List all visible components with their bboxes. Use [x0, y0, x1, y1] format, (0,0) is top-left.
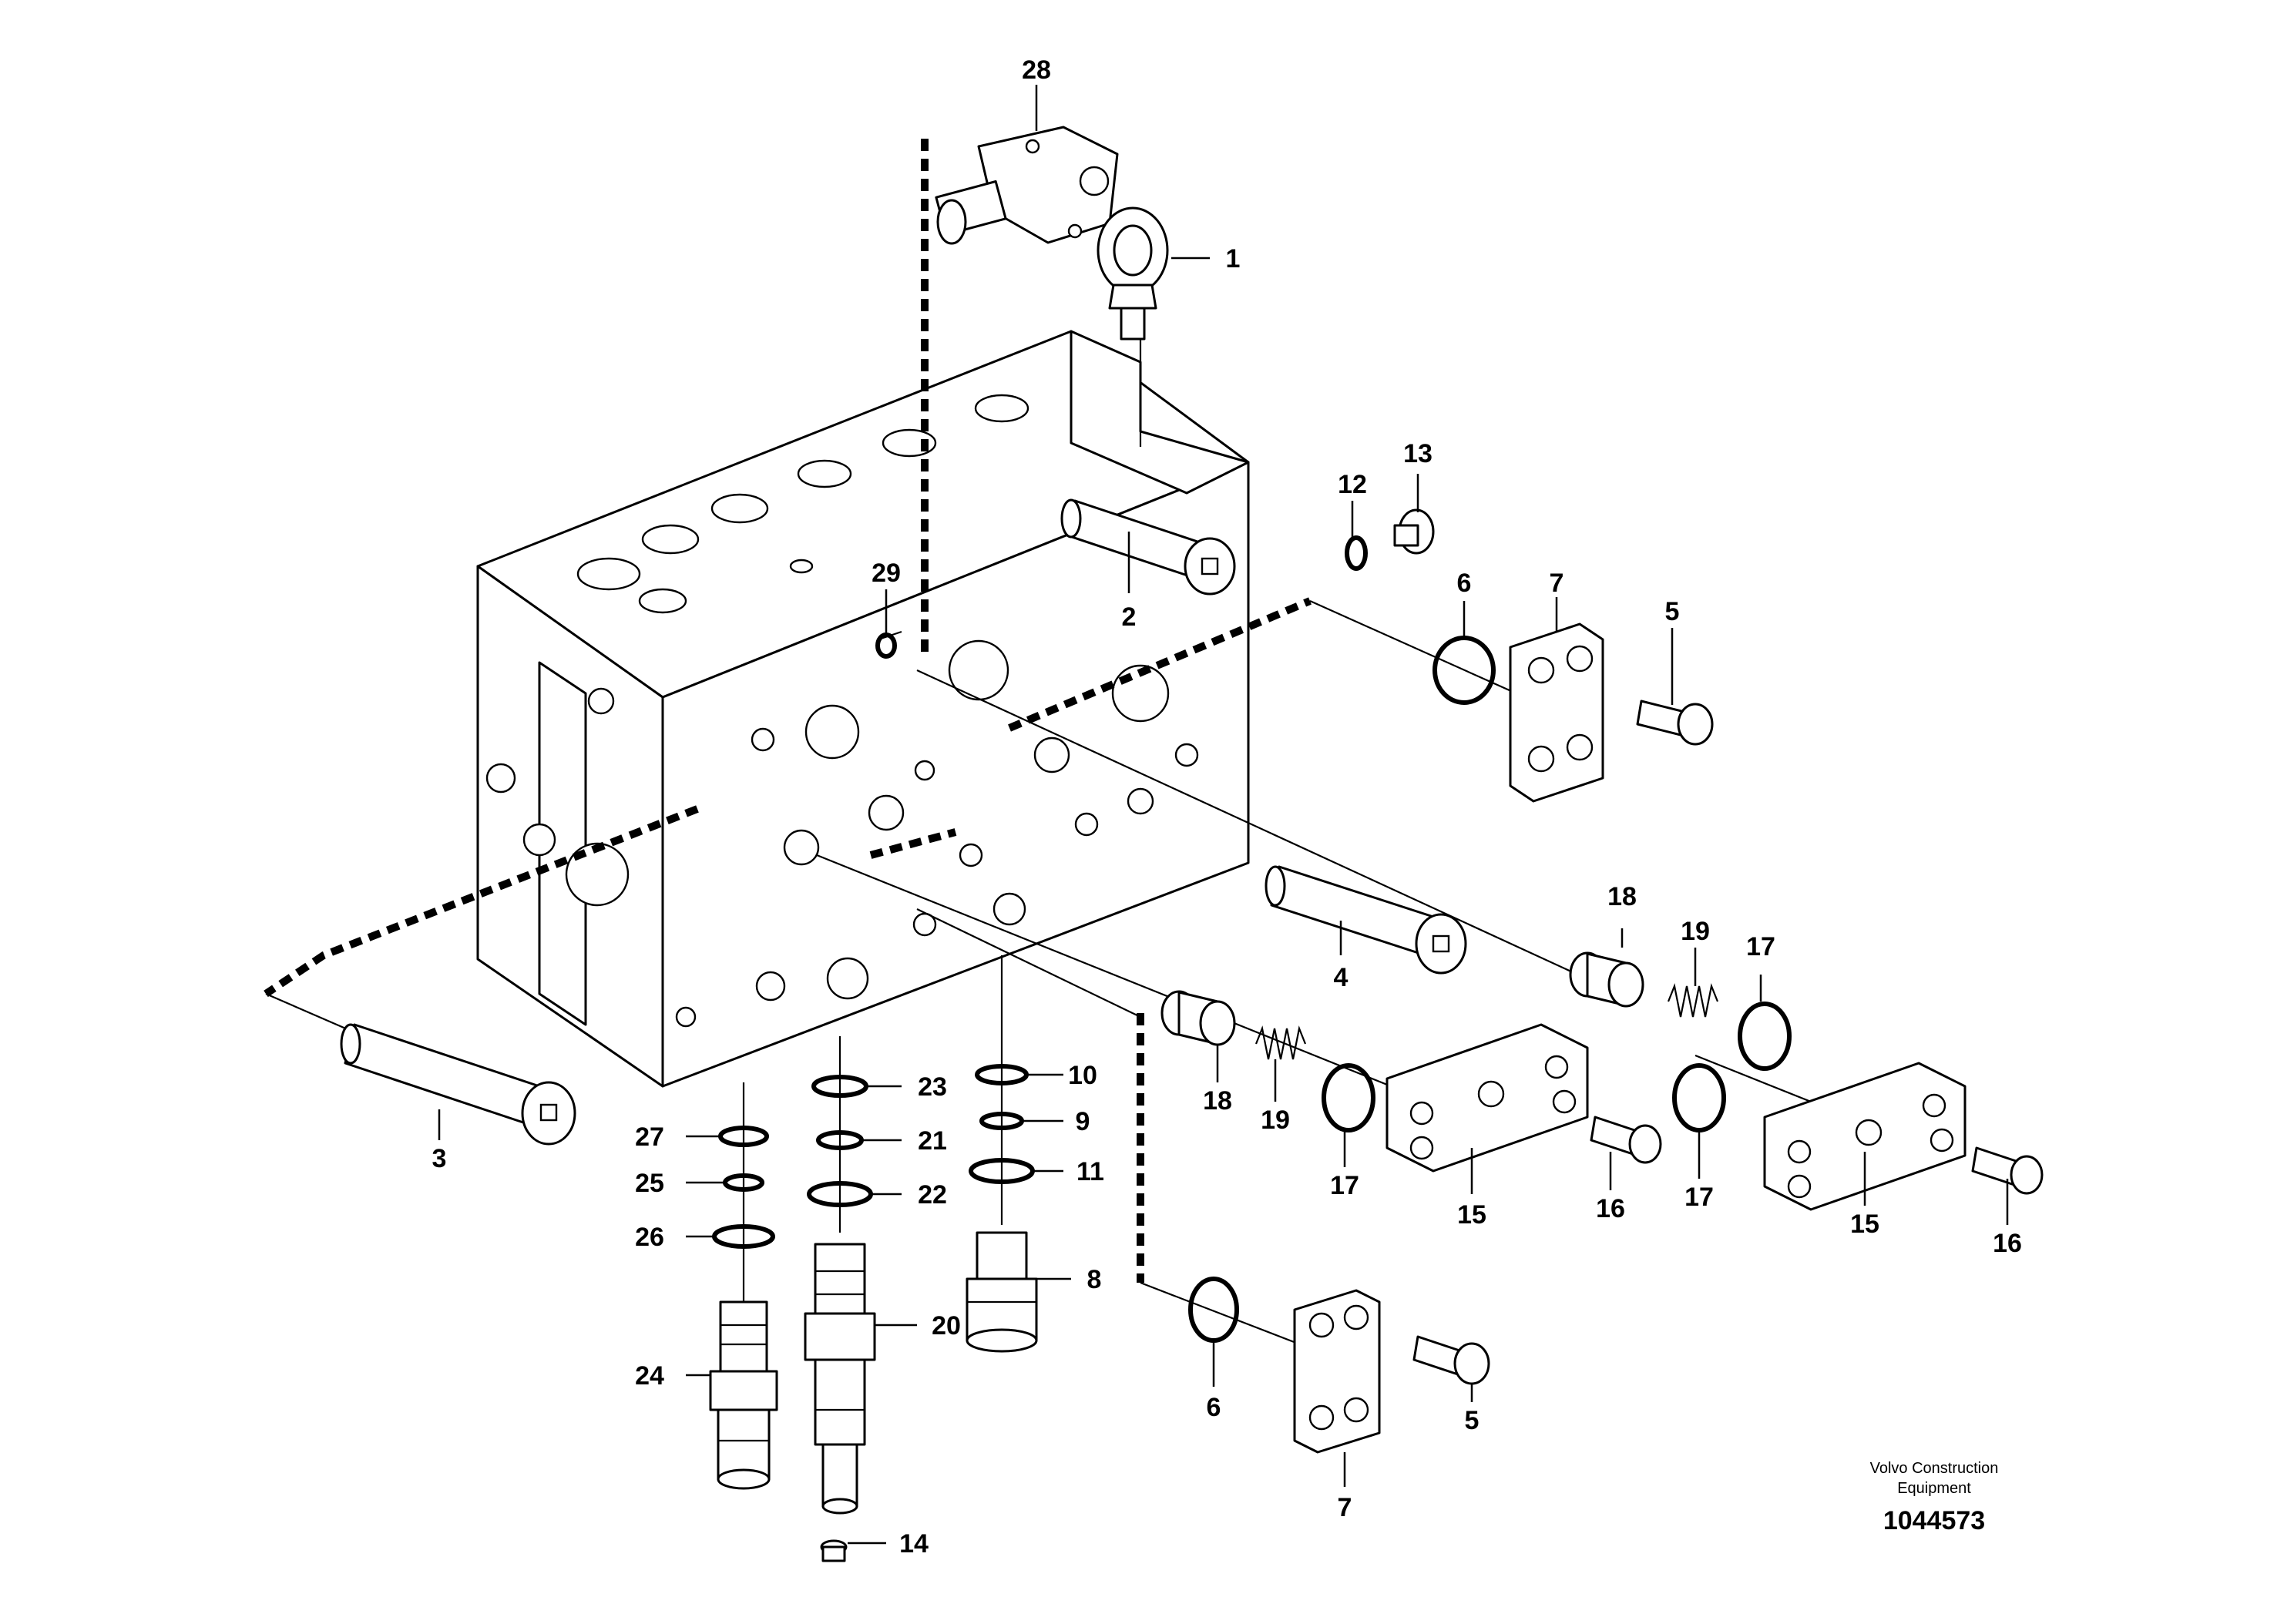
part-28-pilot-valve [935, 126, 1119, 245]
callout-2: 2 [1122, 602, 1137, 632]
callout-11: 8 [1087, 1265, 1102, 1294]
callout-18-right: 18 [1607, 882, 1637, 911]
callout-7-upper: 7 [1550, 569, 1564, 598]
part-6-oring-lower [1188, 1277, 1239, 1343]
callout-5-lower: 5 [1465, 1406, 1480, 1435]
part-5-screw-lower [1412, 1335, 1490, 1385]
part-19-spring-right [1667, 983, 1719, 1018]
callout-20: 20 [932, 1311, 961, 1340]
part-14-plug [820, 1539, 848, 1562]
part-19-spring-mid [1254, 1025, 1307, 1060]
callout-16-right: 16 [1993, 1229, 2022, 1258]
callout-23: 23 [918, 1072, 947, 1102]
callout-10: 11 [1076, 1157, 1104, 1186]
callout-9: 10 [1068, 1061, 1097, 1090]
part-20-relief-valve [804, 1243, 876, 1515]
part-5-screw-upper [1636, 700, 1714, 746]
part-3-bolt [340, 1023, 576, 1146]
part-17-oring-right-lower [1672, 1063, 1726, 1132]
callout-16-mid: 16 [1596, 1194, 1625, 1223]
part-16-screw-right [1971, 1146, 2044, 1195]
callout-15-right: 15 [1850, 1210, 1879, 1239]
publisher-line-1: Volvo Construction [1870, 1460, 1999, 1477]
part-17-oring-mid [1322, 1063, 1375, 1132]
callout-17-right-lower: 17 [1684, 1183, 1714, 1212]
callout-21: 21 [918, 1126, 947, 1156]
callout-8: 9 [1076, 1107, 1090, 1136]
callout-17-mid: 17 [1330, 1171, 1359, 1200]
part-4-bolt [1265, 865, 1467, 975]
part-23-oring [811, 1075, 868, 1098]
part-25-oring [723, 1173, 764, 1192]
callout-7-lower: 7 [1338, 1493, 1352, 1522]
callout-18-mid: 18 [1203, 1086, 1232, 1116]
callout-17-right-upper: 17 [1746, 932, 1775, 961]
part-17-oring-right-upper [1738, 1002, 1792, 1071]
callout-19-right: 19 [1681, 917, 1710, 946]
footer: Volvo Construction Equipment 1044573 [1870, 1460, 1999, 1535]
part-2-bolt [1060, 498, 1236, 596]
callout-12: 12 [1338, 470, 1367, 499]
part-16-screw-mid [1590, 1116, 1662, 1164]
drawing-number: 1044573 [1883, 1506, 1985, 1535]
part-12-seal [1345, 535, 1368, 571]
callout-24: 24 [635, 1361, 664, 1391]
callout-labels: 28 1 2 12 13 6 7 5 29 4 18 19 17 18 19 1… [432, 55, 2022, 1559]
part-24-valve [709, 1300, 778, 1490]
callout-27: 27 [635, 1122, 664, 1152]
part-1-lifting-eye [1097, 206, 1169, 341]
callout-29: 29 [872, 559, 901, 588]
part-7-cover-plate-upper [1509, 622, 1604, 803]
callout-6-upper: 6 [1457, 569, 1472, 598]
callout-13: 13 [1403, 439, 1432, 468]
callout-25: 25 [635, 1169, 664, 1198]
part-13-plug [1393, 508, 1435, 555]
part-11-plug [966, 1231, 1038, 1353]
callout-19-mid: 19 [1261, 1106, 1290, 1135]
part-7-cover-plate-lower [1293, 1289, 1381, 1454]
callout-22: 22 [918, 1180, 947, 1210]
callout-26: 26 [635, 1223, 664, 1252]
part-18-spool-cap-right [1569, 951, 1644, 1008]
publisher-line-2: Equipment [1897, 1480, 1971, 1497]
callout-28: 28 [1022, 55, 1051, 85]
callout-1: 1 [1226, 244, 1241, 273]
callout-6-lower: 6 [1207, 1393, 1221, 1422]
callout-15-mid: 15 [1457, 1200, 1486, 1230]
callout-14: 14 [899, 1529, 929, 1559]
callout-5-upper: 5 [1665, 597, 1680, 626]
leader-lines [438, 85, 2009, 1545]
valve-block [476, 330, 1250, 1088]
part-15-cover-mid [1385, 1023, 1589, 1173]
part-18-spool-cap-mid [1160, 990, 1236, 1046]
part-15-cover-right [1763, 1062, 1967, 1211]
callout-3: 3 [432, 1144, 447, 1173]
callout-4: 4 [1334, 963, 1349, 992]
